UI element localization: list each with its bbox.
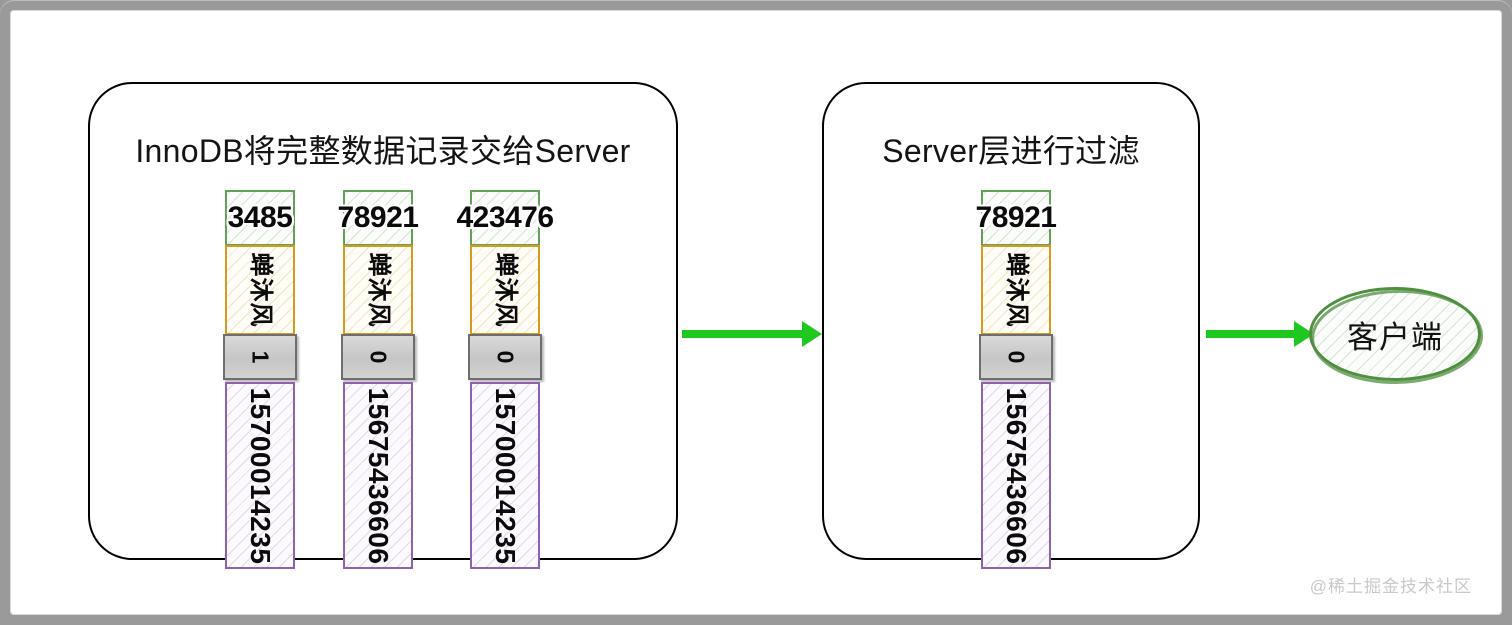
record-2-id-value: 78921 [337,201,419,234]
record-2-name-value: 蝉沐风 [365,252,392,328]
arrow-innodb-to-server-icon [682,330,804,338]
record-3-id-cell: 423476 [456,190,554,246]
record-column-4: 78921 蝉沐风 0 15675436606 [976,190,1057,569]
client-ellipse-shape [1309,287,1481,381]
record-3-flag-cell: 0 [468,334,542,380]
record-2-id-cell: 78921 [338,190,419,246]
record-4-flag-cell: 0 [979,334,1053,380]
watermark: @稀土掘金技术社区 [1309,577,1472,596]
record-4-flag-value: 0 [1003,350,1030,364]
record-2-phone-cell: 15675436606 [343,382,413,569]
record-3-phone-cell: 15700014235 [470,382,540,569]
record-4-id-cell: 78921 [976,190,1057,246]
arrow-server-to-client-icon [1206,330,1296,338]
record-3-phone-value: 15700014235 [490,387,521,564]
record-1-flag-value: 1 [247,350,274,364]
panel-innodb-title: InnoDB将完整数据记录交给Server [135,133,631,169]
record-4-phone-cell: 15675436606 [981,382,1051,569]
record-1-id-value: 3485 [227,201,293,234]
panel-server-title: Server层进行过滤 [882,133,1140,169]
record-1-phone-cell: 15700014235 [225,382,295,569]
client-label: 客户端 [1347,319,1443,355]
client-node: 客户端 [1309,287,1485,387]
record-1-phone-value: 15700014235 [245,387,276,564]
record-2-flag-value: 0 [365,350,392,364]
record-4-name-cell: 蝉沐风 [981,245,1051,335]
record-1-flag-cell: 1 [223,334,297,380]
record-column-2: 78921 蝉沐风 0 15675436606 [338,190,419,569]
record-4-phone-value: 15675436606 [1001,387,1032,564]
record-1-name-value: 蝉沐风 [247,252,274,328]
record-column-3: 423476 蝉沐风 0 15700014235 [456,190,554,569]
record-2-flag-cell: 0 [341,334,415,380]
record-2-phone-value: 15675436606 [363,387,394,564]
record-1-id-cell: 3485 [225,190,295,246]
record-3-flag-value: 0 [492,350,519,364]
record-4-name-value: 蝉沐风 [1003,252,1030,328]
record-2-name-cell: 蝉沐风 [343,245,413,335]
record-column-1: 3485 蝉沐风 1 15700014235 [223,190,297,569]
diagram-page: InnoDB将完整数据记录交给Server 3485 蝉沐风 1 1570001… [10,10,1502,615]
record-3-name-value: 蝉沐风 [492,252,519,328]
record-1-name-cell: 蝉沐风 [225,245,295,335]
record-3-name-cell: 蝉沐风 [470,245,540,335]
record-4-id-value: 78921 [975,201,1057,234]
record-3-id-value: 423476 [456,201,554,234]
